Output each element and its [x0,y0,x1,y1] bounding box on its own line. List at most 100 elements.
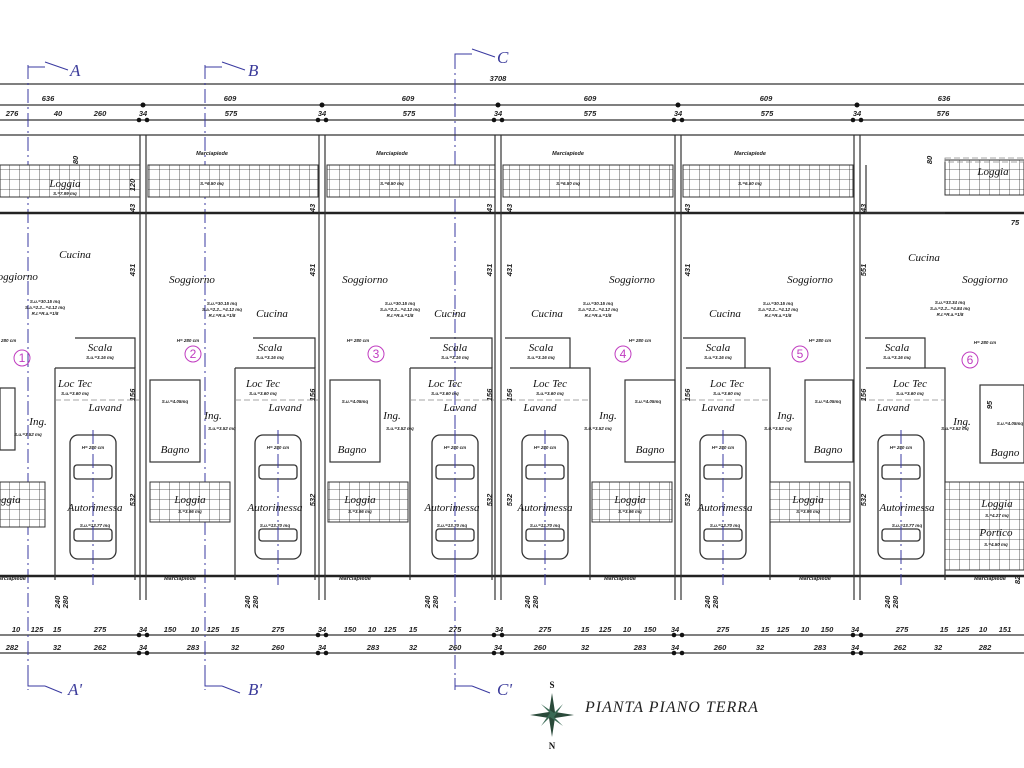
garage-door-dimension: 240 [523,595,532,609]
dimension-label: 32 [53,643,62,652]
area-annotation: S.u.=3.16 mq [256,355,284,360]
unit-number-circle [13,349,31,367]
room-label-loggia: Loggia [173,494,206,506]
vertical-dimension: 431 [505,264,514,278]
area-annotation: S.u.=30.15 mq [583,301,613,306]
room-label-loggia: Loggia [0,494,21,506]
area-annotation: R.I.=R.a.=1/8 [209,313,236,318]
dimension-label: 609 [584,94,597,103]
area-annotation: S.u.=3.52 mq [941,426,969,431]
area-annotation: S.u.=13.70 mq [260,523,290,528]
area-annotation: S.a.=2.2...=4.12 mq [578,307,618,312]
vertical-dimension: 43 [128,203,137,213]
dimension-label: 125 [777,625,790,634]
section-c-label: C [497,48,509,67]
garage-door-dimension: 240 [423,595,432,609]
room-label-autorimessa: Autorimessa [697,502,754,514]
area-annotation: S.a.=2.2...=4.12 mq [25,305,65,310]
compass-south: S [549,680,554,690]
room-label-loc_tec: Loc Tec [892,378,927,390]
garage-door-dimension: 240 [243,595,252,609]
garage-door-dimension: 280 [711,595,720,609]
vertical-dimension: 156 [485,388,494,401]
dimension-label: 276 [5,109,19,118]
area-annotation: S.u.=30.15 mq [385,301,415,306]
vertical-dimension: 431 [128,264,137,278]
dimension-label: 15 [409,625,418,634]
dimension-label: 34 [139,625,148,634]
dimension-label: 283 [366,643,380,652]
dimension-label: 151 [999,625,1012,634]
garage-height: H= 280 cm [534,445,556,450]
dimension-label: 34 [853,109,862,118]
vertical-dimension: 43 [859,203,868,213]
room-label-loggia: Loggia [613,494,646,506]
vertical-dimension: 80 [71,155,80,164]
room-label-loggia: Loggia [343,494,376,506]
dimension-label: 10 [623,625,632,634]
dimension-label: 32 [231,643,240,652]
room-label-lavand: Lavand [443,402,478,414]
vertical-dimension: 532 [308,493,317,506]
room-label-lavand: Lavand [523,402,558,414]
marciapiede-label: Marciapiede [0,576,26,582]
area-annotation: S.u.=13.70 mq [710,523,740,528]
dimension-total: 3708 [490,74,508,83]
dimension-label: 636 [42,94,55,103]
room-label-cucina: Cucina [434,308,466,320]
room-label-cucina: Cucina [531,308,563,320]
vertical-dimension: 431 [683,264,692,278]
dimension-label: 262 [93,643,107,652]
area-annotation: S.u.=3.52 mq [386,426,414,431]
room-label-scala: Scala [443,342,468,354]
unit-number: 4 [620,347,627,361]
area-annotation: S.u.=3.60 mq [249,391,277,396]
dimension-label: 150 [821,625,834,634]
walls [0,135,1024,600]
vertical-dimension: 156 [505,388,514,401]
dimension-label: 34 [139,109,148,118]
area-annotation: R.I.=R.a.=1/8 [32,311,59,316]
room-label-ingresso: Ing. [776,410,794,422]
area-annotation: R.I.=R.a.=1/8 [937,312,964,317]
dimension-label: 260 [93,109,107,118]
dimension-label: 575 [225,109,238,118]
vertical-dimension: 532 [683,493,692,506]
room-label-ingresso: Ing. [952,416,970,428]
area-annotation: S.=3.96 mq [348,509,372,514]
dimension-label: 260 [271,643,285,652]
section-c2-label: C' [497,680,512,699]
dimension-label: 575 [761,109,774,118]
section-a-label: A [69,61,81,80]
room-label-ingresso: Ing. [598,410,616,422]
area-annotation: S.u.=3.16 mq [883,355,911,360]
room-label-loggia: Loggia [48,178,81,190]
dimension-label: 15 [940,625,949,634]
dimension-label: 283 [186,643,200,652]
dimension-label: 34 [671,643,680,652]
area-annotation: S.u.=4.05mq [815,399,842,404]
area-annotation: R.I.=R.a.=1/8 [585,313,612,318]
area-annotation: H= 280 cm [974,340,996,345]
dimension-label: 34 [139,643,148,652]
area-annotation: S.u.=30.15 mq [763,301,793,306]
dimension-label: 275 [716,625,730,634]
room-label-autorimessa: Autorimessa [879,502,936,514]
dimension-label: 32 [581,643,590,652]
marciapiede-label: Marciapiede [974,576,1006,582]
bottom-loggias [0,481,1024,571]
dimension-label: 275 [538,625,552,634]
area-annotation: S.=6.50 mq [738,181,762,186]
room-label-ingresso: Ing. [203,410,221,422]
room-label-loc_tec: Loc Tec [532,378,567,390]
room-label-loggia: Loggia [791,494,824,506]
area-annotation: R.I.=R.a.=1/8 [765,313,792,318]
dimension-label: 34 [495,625,504,634]
dimension-label: 15 [231,625,240,634]
vertical-dimension: 532 [128,493,137,506]
vertical-dimension: 551 [859,264,868,277]
garage-door-dimension: 240 [53,595,62,609]
dimension-label: 34 [318,625,327,634]
garage-door-dimension: 280 [891,595,900,609]
area-annotation: H= 280 cm [809,338,831,343]
